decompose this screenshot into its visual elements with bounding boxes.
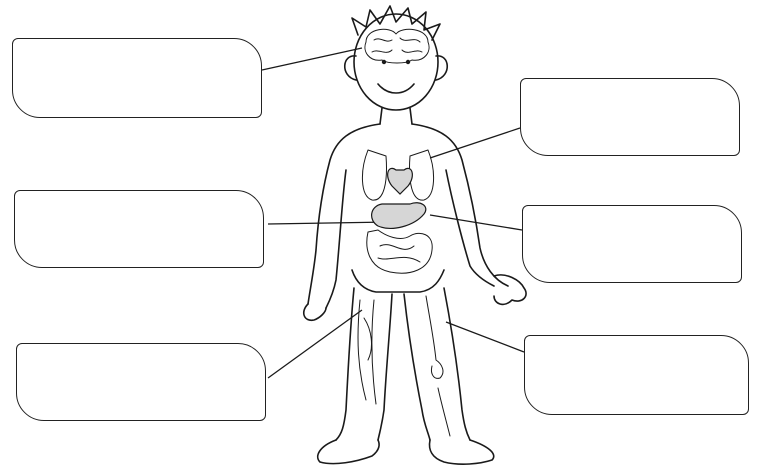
right-arm: [446, 170, 494, 286]
leg-muscles: [358, 300, 376, 404]
right-eye: [406, 60, 410, 64]
left-foot: [318, 440, 379, 464]
mouth: [378, 84, 414, 93]
right-leg: [404, 288, 470, 440]
intestines: [367, 230, 432, 273]
leader-line-lungs: [268, 222, 390, 224]
right-hand: [494, 275, 526, 304]
leader-line-heart: [430, 128, 520, 158]
left-leg: [336, 288, 392, 440]
left-arm: [326, 170, 346, 308]
right-foot: [430, 440, 494, 464]
label-box-left-middle[interactable]: [14, 190, 264, 268]
heart: [388, 168, 413, 194]
label-box-left-bottom[interactable]: [16, 343, 266, 421]
stomach: [372, 203, 426, 229]
head: [354, 14, 438, 110]
hair: [352, 6, 440, 40]
brain: [365, 29, 429, 63]
label-box-right-top[interactable]: [520, 78, 740, 156]
leg-bones: [426, 296, 450, 436]
left-eye: [382, 60, 386, 64]
label-box-right-middle[interactable]: [522, 205, 742, 283]
label-box-right-bottom[interactable]: [524, 335, 749, 415]
left-hand: [304, 304, 326, 320]
label-box-left-top[interactable]: [12, 38, 262, 118]
leader-line-skeleton: [446, 322, 524, 352]
